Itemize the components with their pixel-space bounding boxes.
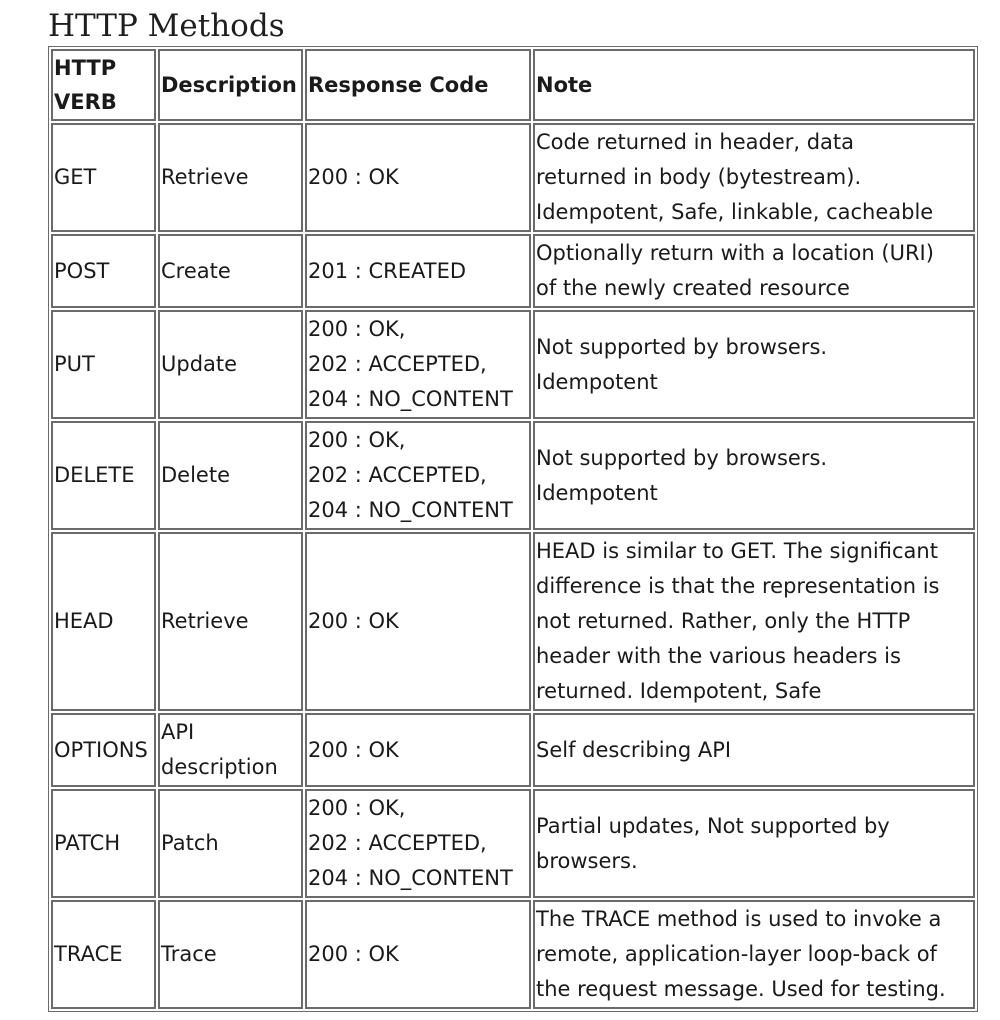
cell-note: Not supported by browsers. Idempotent (533, 310, 975, 419)
cell-note: Self describing API (533, 713, 975, 787)
note-line: Self describing API (536, 737, 732, 762)
page-title: HTTP Methods (48, 8, 285, 44)
table-header-row: HTTP VERB Description Response Code Note (51, 49, 975, 121)
response-code-line: 200 : OK, (308, 428, 406, 452)
note-line: Idempotent (536, 480, 658, 505)
cell-description: Patch (158, 789, 303, 898)
response-code-line: 202 : ACCEPTED, (308, 352, 487, 376)
note-line: Partial updates, Not supported by (536, 813, 890, 838)
header-http-verb: HTTP VERB (51, 49, 156, 121)
note-line: Code returned in header, data (536, 130, 855, 154)
note-line: browsers. (536, 848, 638, 873)
cell-description: Create (158, 234, 303, 308)
response-code-line: 201 : CREATED (308, 258, 467, 283)
cell-response-code: 200 : OK (305, 900, 531, 1009)
note-line: of the newly created resource (536, 276, 850, 300)
cell-response-code: 200 : OK (305, 123, 531, 232)
response-code-line: 200 : OK, (308, 796, 406, 820)
header-description: Description (158, 49, 303, 121)
note-line: Optionally return with a location (URI) (536, 241, 934, 265)
note-line: header with the various headers is (536, 644, 901, 668)
cell-description: API description (158, 713, 303, 787)
cell-description: Trace (158, 900, 303, 1009)
cell-response-code: 200 : OK (305, 713, 531, 787)
cell-response-code: 200 : OK, 202 : ACCEPTED, 204 : NO_CONTENT (305, 789, 531, 898)
response-code-line: 200 : OK (308, 609, 399, 633)
cell-note: The TRACE method is used to invoke a remo… (533, 900, 975, 1009)
response-code-line: 204 : NO_CONTENT (308, 866, 513, 890)
cell-response-code: 200 : OK (305, 532, 531, 711)
cell-response-code: 200 : OK, 202 : ACCEPTED, 204 : NO_CONTENT (305, 310, 531, 419)
response-code-line: 204 : NO_CONTENT (308, 387, 513, 411)
cell-http-verb: PATCH (51, 789, 156, 898)
cell-note: Not supported by browsers. Idempotent (533, 421, 975, 530)
response-code-line: 200 : OK (308, 165, 399, 189)
note-line: difference is that the representation is (536, 574, 940, 598)
cell-note: HEAD is similar to GET. The significant d… (533, 532, 975, 711)
response-code-line: 202 : ACCEPTED, (308, 831, 487, 855)
cell-http-verb: HEAD (51, 532, 156, 711)
note-line: the request message. Used for testing. (536, 977, 946, 1001)
http-methods-table: HTTP VERB Description Response Code Note… (48, 46, 978, 1012)
cell-description: Update (158, 310, 303, 419)
response-code-line: 200 : OK (308, 942, 399, 966)
note-line: Not supported by browsers. (536, 445, 828, 470)
cell-response-code: 201 : CREATED (305, 234, 531, 308)
cell-http-verb: TRACE (51, 900, 156, 1009)
note-line: Idempotent (536, 369, 658, 394)
cell-http-verb: OPTIONS (51, 713, 156, 787)
header-note: Note (533, 49, 975, 121)
cell-description: Delete (158, 421, 303, 530)
cell-http-verb: PUT (51, 310, 156, 419)
response-code-line: 200 : OK, (308, 317, 406, 341)
note-line: returned. Idempotent, Safe (536, 679, 822, 703)
cell-response-code: 200 : OK, 202 : ACCEPTED, 204 : NO_CONTENT (305, 421, 531, 530)
cell-note: Partial updates, Not supported by browser… (533, 789, 975, 898)
cell-http-verb: GET (51, 123, 156, 232)
cell-http-verb: DELETE (51, 421, 156, 530)
response-code-line: 200 : OK (308, 737, 399, 762)
note-line: The TRACE method is used to invoke a (536, 907, 942, 931)
cell-note: Code returned in header, data returned in… (533, 123, 975, 232)
note-line: HEAD is similar to GET. The significant (536, 539, 938, 563)
note-line: Not supported by browsers. (536, 334, 828, 359)
response-code-line: 204 : NO_CONTENT (308, 498, 513, 522)
cell-note: Optionally return with a location (URI) o… (533, 234, 975, 308)
note-line: remote, application-layer loop-back of (536, 942, 937, 966)
note-line: Idempotent, Safe, linkable, cacheable (536, 200, 934, 224)
cell-description: Retrieve (158, 123, 303, 232)
cell-http-verb: POST (51, 234, 156, 308)
note-line: not returned. Rather, only the HTTP (536, 609, 911, 633)
header-response-code: Response Code (305, 49, 531, 121)
cell-description: Retrieve (158, 532, 303, 711)
note-line: returned in body (bytestream). (536, 165, 862, 189)
response-code-line: 202 : ACCEPTED, (308, 463, 487, 487)
